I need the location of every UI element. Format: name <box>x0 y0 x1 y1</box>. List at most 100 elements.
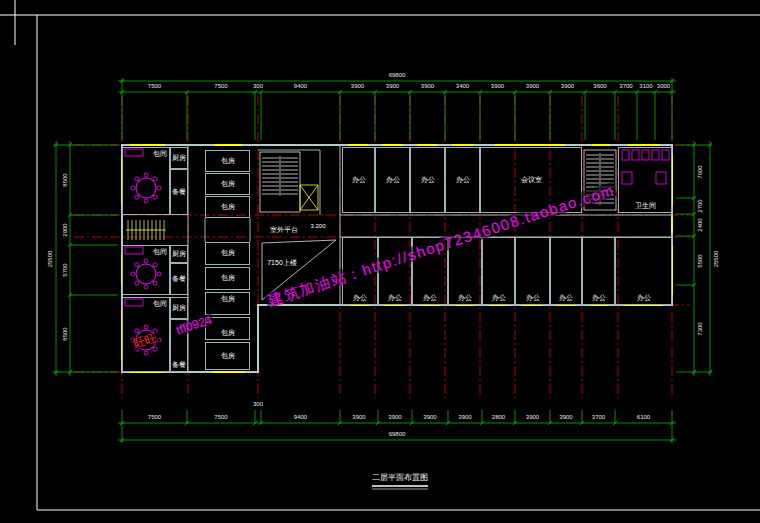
dimension: 3900 <box>491 83 504 89</box>
room: 厨房 <box>170 147 188 169</box>
dimension: 300 <box>253 83 263 89</box>
sofa-symbol <box>125 149 143 306</box>
room: 办公 <box>342 147 375 213</box>
dimension: 3900 <box>421 83 434 89</box>
room: 办公 <box>445 147 480 213</box>
dimension: 9400 <box>294 414 307 420</box>
dimension-line <box>53 78 712 443</box>
dimension: 5500 <box>697 254 703 267</box>
dimension: 2800 <box>492 414 505 420</box>
room-label: 办公 <box>352 176 366 184</box>
dimension: 3100 <box>639 83 652 89</box>
window <box>122 145 672 372</box>
dimension: 7500 <box>214 414 227 420</box>
dimension: 3900 <box>526 83 539 89</box>
room-label: 备餐 <box>172 188 186 196</box>
dimension: 2400 <box>697 218 703 231</box>
dimension-total: 69800 <box>389 72 406 78</box>
room-label: 包房 <box>221 249 235 257</box>
room: 包房 <box>205 292 250 315</box>
dimension: 3900 <box>561 83 574 89</box>
dimension: 3900 <box>526 414 539 420</box>
dimension: 300 <box>253 401 263 407</box>
dining-table <box>131 173 161 355</box>
exterior-wall <box>122 145 672 372</box>
toilet-fixture <box>622 150 669 184</box>
room-label: 办公 <box>458 294 472 302</box>
room-label: 包房 <box>221 352 235 360</box>
dimension: 3000 <box>657 83 670 89</box>
dimension: 3900 <box>559 414 572 420</box>
dimension: 3700 <box>619 83 632 89</box>
room: 办公 <box>375 147 410 213</box>
stair-note: 7150上楼 <box>267 259 297 266</box>
level-mark: 3.200 <box>310 223 325 229</box>
dimension: 7500 <box>148 414 161 420</box>
room: 包房 <box>205 196 250 218</box>
stair <box>126 220 166 240</box>
room: 办公 <box>615 237 672 305</box>
room: 包间 <box>122 147 170 215</box>
room-label: 包间 <box>153 150 167 158</box>
room-label: 会议室 <box>521 176 542 184</box>
title-underline <box>372 485 428 487</box>
room: 包房 <box>205 173 250 195</box>
room-label: 办公 <box>456 176 470 184</box>
dimension: 2700 <box>697 199 703 212</box>
room-label: 厨房 <box>172 154 186 162</box>
room-label: 办公 <box>421 176 435 184</box>
dimension: 9400 <box>294 83 307 89</box>
room-label: 办公 <box>423 294 437 302</box>
room-label: 办公 <box>492 294 506 302</box>
room: 办公 <box>515 237 550 305</box>
dimension: 3900 <box>351 83 364 89</box>
room-label: 包房 <box>221 180 235 188</box>
room: 卫生间 <box>618 147 672 213</box>
dimension: 5700 <box>62 263 68 276</box>
room-label: 包房 <box>221 203 235 211</box>
axis-line <box>74 96 690 398</box>
dimension: 7500 <box>148 83 161 89</box>
watermark: 旺旺 <box>130 331 160 351</box>
room: 办公 <box>482 237 515 305</box>
room-label: 包房 <box>221 274 235 282</box>
watermark: 建筑加油站：http://shop72346008.taobao.com <box>264 181 618 308</box>
elevator-symbol <box>300 185 318 210</box>
drawing-frame <box>0 0 760 510</box>
dimension: 7600 <box>697 165 703 178</box>
dimension: 8500 <box>62 173 68 186</box>
area-note: 室外平台 <box>270 226 298 233</box>
dimension: 3900 <box>423 414 436 420</box>
room-label: 包房 <box>221 329 235 337</box>
room-label: 办公 <box>559 294 573 302</box>
room-label: 包间 <box>153 300 167 308</box>
dimension: 3900 <box>458 414 471 420</box>
dimension: 3900 <box>386 83 399 89</box>
room: 备餐 <box>170 169 188 215</box>
room: 厨房 <box>170 245 188 263</box>
room-label: 备餐 <box>172 275 186 283</box>
interior-wall <box>188 145 672 372</box>
watermark: tff0924 <box>173 313 215 337</box>
room: 备餐 <box>170 263 188 295</box>
room-label: 办公 <box>592 294 606 302</box>
room: 厨房 <box>170 297 188 319</box>
drawing-title: 二层平面布置图 <box>372 474 428 482</box>
dimension-total: 25500 <box>47 250 53 267</box>
room-label: 办公 <box>388 294 402 302</box>
dimension: 3900 <box>352 414 365 420</box>
room-label: 包房 <box>221 157 235 165</box>
title-underline <box>372 489 428 490</box>
room: 包房 <box>205 150 250 172</box>
dimension-total: 69800 <box>389 431 406 437</box>
room: 包房 <box>205 342 250 370</box>
dimension: 8500 <box>62 327 68 340</box>
room-label: 包房 <box>221 295 235 303</box>
room-label: 厨房 <box>172 250 186 258</box>
dimension: 3900 <box>388 414 401 420</box>
room: 包房 <box>205 267 250 290</box>
room: 包间 <box>122 245 170 295</box>
room-label: 备餐 <box>172 361 186 369</box>
room-label: 卫生间 <box>635 202 656 210</box>
dimension-total: 25500 <box>713 250 719 267</box>
